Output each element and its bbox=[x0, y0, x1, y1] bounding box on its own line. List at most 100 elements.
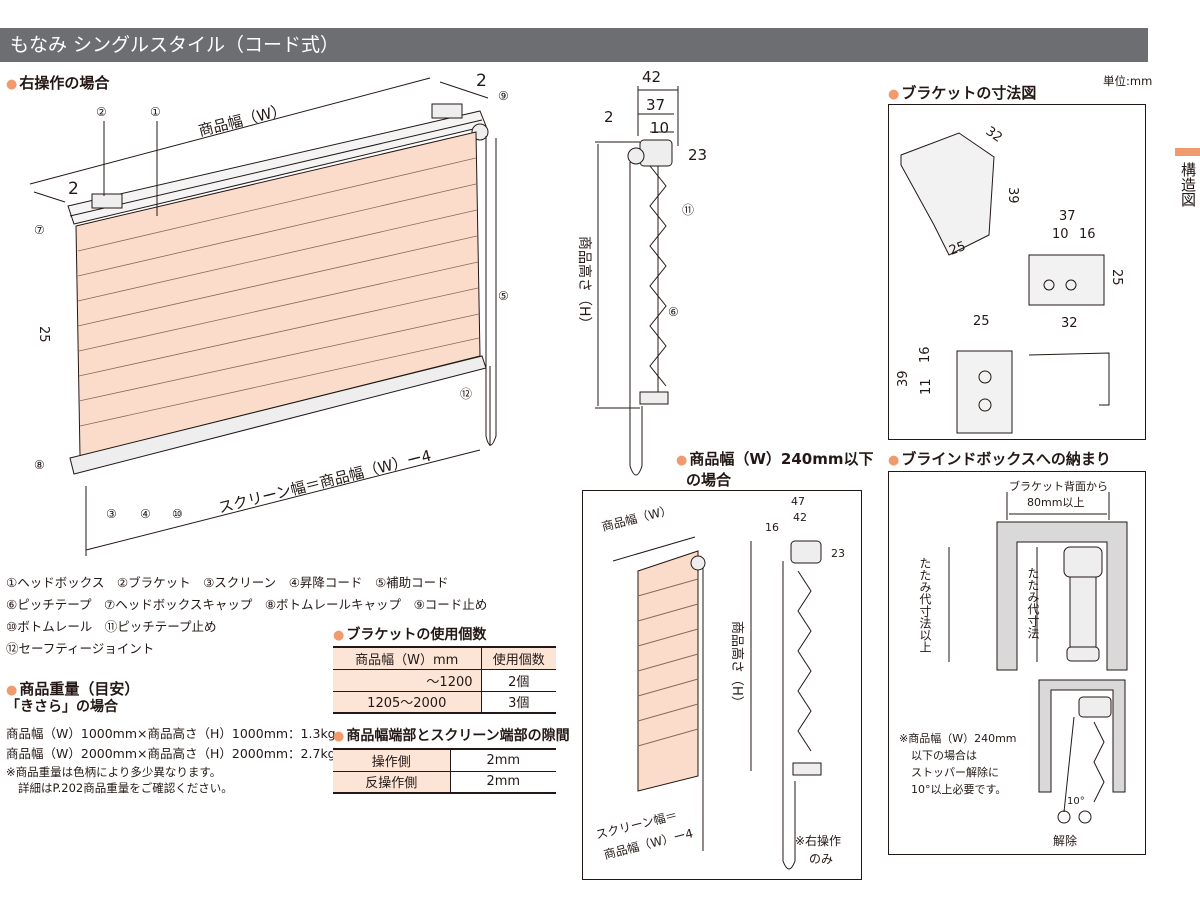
pitch-dim: 25 bbox=[36, 326, 51, 343]
dim-37: 37 bbox=[646, 96, 665, 114]
callout-6: ⑥ bbox=[668, 305, 679, 319]
legend-item: ⑤補助コード bbox=[374, 575, 449, 590]
legend-item: ①ヘッドボックス bbox=[6, 575, 105, 590]
outer-label: たたみ代寸法以上 bbox=[918, 557, 932, 653]
table-cell: 2mm bbox=[449, 771, 556, 794]
blind-box-heading: ●ブラインドボックスへの納まり bbox=[888, 450, 1111, 468]
dim-2: 2 bbox=[604, 108, 614, 126]
top-label-1: ブラケット背面から bbox=[1009, 479, 1108, 493]
bracket-dims-heading: ●ブラケットの寸法図 bbox=[888, 84, 1037, 102]
weight-line-1: 商品幅（W）1000mm×商品高さ（H）1000mm：1.3kg bbox=[6, 726, 336, 741]
page-title: もなみ シングルスタイル（コード式） bbox=[10, 34, 340, 56]
width-label: 商品幅（W） bbox=[197, 101, 289, 140]
dim-16: 16 bbox=[765, 521, 779, 534]
legend-item: ⑥ピッチテープ bbox=[6, 597, 92, 612]
dim-42: 42 bbox=[642, 68, 661, 86]
weight-line-2: 商品幅（W）2000mm×商品高さ（H）2000mm：2.7kg bbox=[6, 746, 336, 761]
legend-item: ⑪ピッチテープ止め bbox=[104, 619, 217, 634]
note-line: 10°以上必要です。 bbox=[911, 783, 1006, 796]
parts-legend: ①ヘッドボックス ②ブラケット ③スクリーン ④昇降コード ⑤補助コード ⑥ピッ… bbox=[6, 572, 487, 660]
narrow-note-2: のみ bbox=[809, 852, 833, 866]
table-cell: 操作側 bbox=[333, 749, 450, 772]
angle-label: 10° bbox=[1067, 796, 1085, 807]
callout-7: ⑦ bbox=[34, 223, 45, 237]
front-dim-39: 39 bbox=[896, 370, 911, 387]
height-label: 商品高さ（H） bbox=[576, 236, 593, 331]
narrow-heading: ●商品幅（W）240mm以下の場合 bbox=[676, 450, 874, 489]
narrow-note-1: ※右操作 bbox=[795, 833, 841, 848]
callout-11: ⑪ bbox=[682, 203, 694, 217]
narrow-width-label: 商品幅（W） bbox=[600, 502, 673, 534]
weight-heading: ●商品重量（目安） bbox=[6, 680, 140, 698]
table-cell: 1205～2000 bbox=[333, 691, 482, 714]
blind-box-panel: ブラケット背面から 80mm以上 たたみ代寸法以上 たたみ代寸法 ※商品幅（W）… bbox=[888, 471, 1146, 855]
top-dim-25: 25 bbox=[1109, 269, 1124, 286]
note-line: ストッパー解除に bbox=[911, 765, 999, 779]
callout-2: ② bbox=[96, 105, 107, 119]
side-view-diagram: 42 37 10 2 23 商品高さ（H） ⑪ ⑥ bbox=[576, 68, 707, 476]
table-cell: ～1200 bbox=[333, 669, 482, 692]
right-op-heading: ●右操作の場合 bbox=[6, 74, 110, 92]
iso-dim-39: 39 bbox=[1005, 187, 1020, 204]
bracket-dims-box: 32 39 25 37 10 16 25 25 39 16 11 32 bbox=[888, 104, 1146, 440]
legend-item: ⑫セーフティージョイント bbox=[6, 641, 155, 656]
legend-item: ⑨コード止め bbox=[413, 597, 488, 612]
callout-4: ④ bbox=[140, 507, 151, 521]
legend-item: ⑩ボトムレール bbox=[6, 619, 93, 634]
gap-left: 2 bbox=[68, 179, 79, 199]
side-dim-32: 32 bbox=[1061, 316, 1078, 331]
table-cell: 2mm bbox=[449, 749, 556, 772]
narrow-box: 商品幅（W） スクリーン幅＝ 商品幅（W）ー4 47 42 16 23 商品高さ… bbox=[582, 490, 862, 880]
legend-item: ②ブラケット bbox=[116, 575, 191, 590]
callout-12: ⑫ bbox=[460, 387, 472, 401]
bracket-count-heading: ●ブラケットの使用個数 bbox=[333, 627, 487, 643]
weight-note-2: 詳細はP.202商品重量をご確認ください。 bbox=[18, 781, 233, 795]
note-line: ※商品幅（W）240mm bbox=[899, 731, 1017, 745]
front-dim-25: 25 bbox=[973, 314, 990, 329]
weight-subheading: 「きさら」の場合 bbox=[6, 699, 118, 715]
right-op-diagram: 商品幅（W） 2 2 25 スクリーン幅＝商品幅（W）ー4 ① ② ③ ④ ⑤ … bbox=[29, 71, 509, 556]
table-cell: 2個 bbox=[480, 669, 556, 692]
top-dim-10: 10 bbox=[1052, 227, 1069, 242]
dim-47: 47 bbox=[791, 495, 805, 508]
release-label: 解除 bbox=[1053, 833, 1077, 848]
callout-3: ③ bbox=[106, 507, 117, 521]
dim-42b: 42 bbox=[793, 511, 807, 524]
top-dim-16: 16 bbox=[1079, 227, 1096, 242]
table-cell: 3個 bbox=[480, 691, 556, 714]
weight-note-1: ※商品重量は色柄により多少異なります。 bbox=[6, 765, 222, 779]
narrow-height-label: 商品高さ（H） bbox=[729, 621, 745, 709]
inner-label: たたみ代寸法 bbox=[1026, 567, 1040, 639]
top-dim-37: 37 bbox=[1059, 209, 1076, 224]
note-line: 以下の場合は bbox=[911, 748, 977, 762]
front-dim-16: 16 bbox=[918, 346, 933, 363]
side-tab-label[interactable]: 構造図 bbox=[1179, 162, 1197, 207]
callout-9: ⑨ bbox=[498, 89, 509, 103]
unit-label: 単位:mm bbox=[1103, 74, 1153, 88]
gap-right: 2 bbox=[476, 71, 487, 91]
front-dim-11: 11 bbox=[919, 378, 934, 395]
legend-item: ③スクリーン bbox=[203, 575, 277, 590]
table-header: 使用個数 bbox=[480, 647, 556, 670]
screen-width-label: スクリーン幅＝商品幅（W）ー4 bbox=[217, 447, 434, 517]
legend-item: ⑦ヘッドボックスキャップ bbox=[103, 597, 253, 612]
callout-1: ① bbox=[150, 105, 161, 119]
table-header: 商品幅（W）mm bbox=[333, 647, 482, 670]
side-tab-marker bbox=[1175, 148, 1200, 156]
iso-dim-32: 32 bbox=[983, 124, 1005, 146]
legend-item: ⑧ボトムレールキャップ bbox=[264, 597, 402, 612]
callout-8: ⑧ bbox=[34, 458, 45, 472]
callout-10: ⑩ bbox=[172, 507, 183, 521]
legend-item: ④昇降コード bbox=[288, 575, 363, 590]
callout-5: ⑤ bbox=[498, 289, 509, 303]
dim-23b: 23 bbox=[831, 547, 845, 560]
iso-dim-25: 25 bbox=[947, 239, 968, 259]
top-label-2: 80mm以上 bbox=[1027, 496, 1084, 509]
table-cell: 反操作側 bbox=[333, 771, 450, 794]
